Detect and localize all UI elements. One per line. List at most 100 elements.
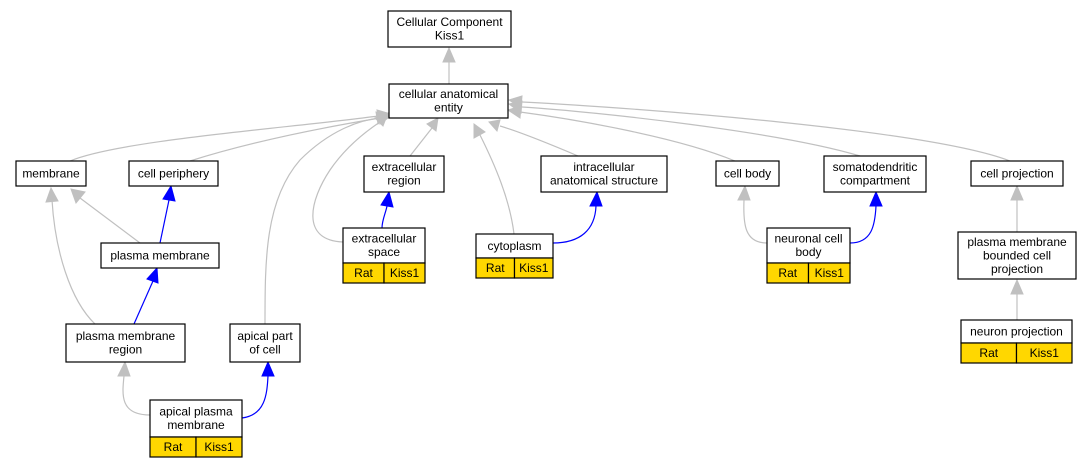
- arrowhead-icon: [70, 188, 86, 205]
- node-label-line: region: [387, 174, 420, 188]
- node-label-line: plasma membrane: [110, 248, 210, 262]
- node-label-line: Cellular Component: [396, 15, 503, 29]
- node-label-line: cell periphery: [138, 166, 209, 180]
- edge-is-a-intracellular-anatomical-structure-to-cellular-anatomical-entity: [488, 119, 579, 157]
- node-box: [229, 323, 301, 363]
- edge-line: [519, 111, 736, 162]
- node-box: [363, 155, 445, 193]
- annotation-species: Rat: [486, 261, 505, 275]
- edge-line: [743, 199, 768, 244]
- edge-line: [122, 375, 151, 416]
- edge-line: [189, 117, 381, 162]
- edge-line: [499, 125, 579, 157]
- node-box: [823, 155, 927, 193]
- node-label-line: body: [795, 245, 821, 259]
- edges-layer: [45, 46, 1024, 419]
- edge-line: [479, 134, 515, 235]
- node-label-line: neuron projection: [970, 324, 1063, 338]
- arrowhead-icon: [426, 117, 439, 132]
- edge-is-a-neuronal-cell-body-to-cell-body: [737, 184, 768, 244]
- node-label-line: entity: [434, 101, 463, 115]
- node-label-line: compartment: [840, 174, 911, 188]
- arrowhead-icon: [473, 123, 486, 139]
- node-box: [715, 160, 780, 187]
- annotation-species: Rat: [354, 266, 373, 280]
- node-box: [100, 242, 220, 269]
- arrowhead-icon: [1010, 184, 1024, 201]
- node-label-line: apical plasma: [159, 405, 233, 419]
- annotation-species: Rat: [778, 266, 797, 280]
- node-label-line: cell projection: [980, 166, 1053, 180]
- node-label-line: cytoplasm: [487, 239, 541, 253]
- arrowhead-icon: [589, 190, 603, 207]
- node-box: [149, 399, 243, 438]
- arrowhead-icon: [261, 360, 275, 377]
- node-label-line: membrane: [167, 418, 225, 432]
- edge-is-a-cytoplasm-to-cellular-anatomical-entity: [473, 123, 515, 235]
- annotation-gene-cell: [1015, 342, 1073, 364]
- node-box: [387, 10, 512, 48]
- node-label-line: somatodendritic: [833, 160, 918, 174]
- edge-is-a-apical-part-of-cell-to-cellular-anatomical-entity: [264, 111, 391, 325]
- edge-line: [381, 205, 388, 229]
- edge-is-a-plasma-membrane-region-to-membrane: [45, 186, 96, 325]
- node-box: [388, 83, 509, 119]
- edge-is-a-apical-plasma-membrane-to-plasma-membrane-region: [117, 360, 151, 416]
- edge-line: [133, 280, 154, 325]
- edge-part-of-extracellular-space-to-extracellular-region: [380, 190, 394, 229]
- edge-line: [79, 197, 141, 244]
- node-cell-body[interactable]: cell body: [715, 160, 780, 187]
- edge-is-a-plasma-membrane-to-membrane: [70, 188, 141, 244]
- arrowhead-icon: [380, 190, 394, 208]
- node-box: [128, 160, 219, 187]
- node-label-line: anatomical structure: [550, 174, 658, 188]
- node-box: [970, 160, 1064, 187]
- node-cell-projection[interactable]: cell projection: [970, 160, 1064, 187]
- node-label-line: plasma membrane: [76, 329, 176, 343]
- node-label-line: membrane: [22, 166, 80, 180]
- edge-line: [51, 199, 96, 325]
- arrowhead-icon: [507, 95, 523, 109]
- edge-is-a-cellular-anatomical-entity-to-cellular-component: [442, 46, 456, 84]
- node-label-line: plasma membrane: [967, 235, 1067, 249]
- node-box: [65, 323, 186, 363]
- edge-is-a-cell-periphery-to-cellular-anatomical-entity: [189, 111, 394, 162]
- annotation-gene-cell: [195, 436, 243, 458]
- annotation-species: Rat: [164, 440, 183, 454]
- annotation-gene-cell: [383, 262, 426, 284]
- node-label-line: cellular anatomical: [399, 87, 498, 101]
- node-membrane[interactable]: membrane: [15, 160, 87, 187]
- node-label-line: bounded cell: [983, 248, 1051, 262]
- node-cell-periphery[interactable]: cell periphery: [128, 160, 219, 187]
- arrowhead-icon: [442, 46, 456, 63]
- node-box: [957, 231, 1077, 280]
- node-label-line: intracellular: [573, 160, 634, 174]
- edge-is-a-plasma-membrane-bounded-cell-projection-to-cell-projection: [1010, 184, 1024, 232]
- arrowhead-icon: [1010, 278, 1024, 295]
- edge-line: [552, 205, 597, 244]
- node-plasma-membrane[interactable]: plasma membrane: [100, 242, 220, 269]
- arrowhead-icon: [162, 184, 176, 202]
- node-label-line: extracellular: [372, 160, 437, 174]
- edge-line: [264, 117, 381, 325]
- node-label-line: of cell: [249, 343, 280, 357]
- edge-part-of-cytoplasm-to-intracellular-anatomical-structure: [552, 190, 603, 244]
- node-label-line: cell body: [724, 166, 771, 180]
- edge-line: [69, 115, 379, 162]
- node-label-line: apical part: [237, 329, 293, 343]
- annotation-gene-cell: [807, 262, 851, 284]
